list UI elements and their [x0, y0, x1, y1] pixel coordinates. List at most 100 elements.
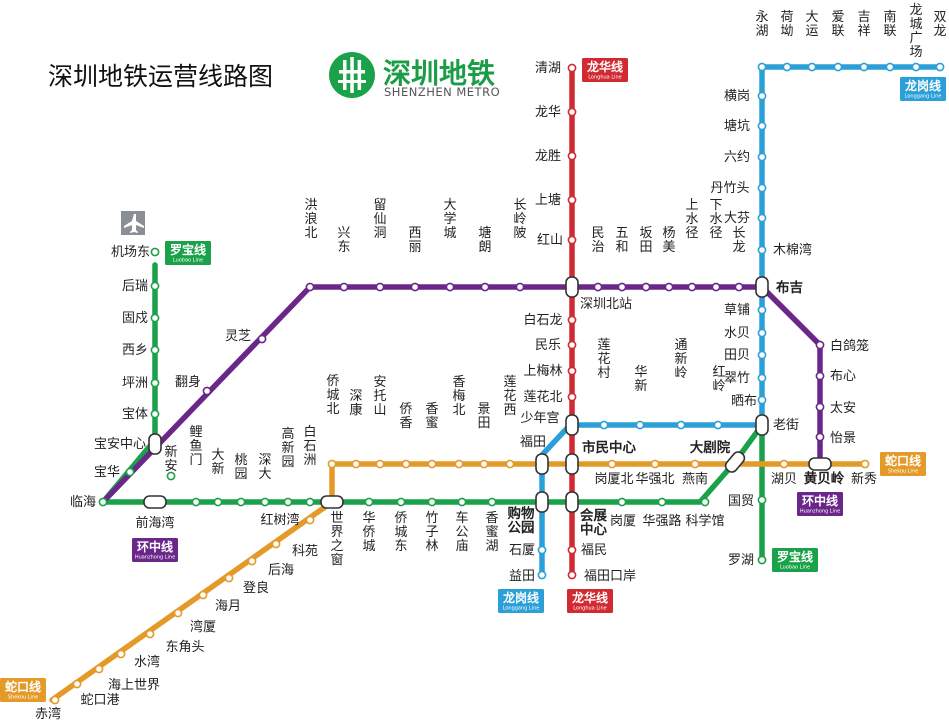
station-label-longgang-17[interactable]: 横岗: [724, 89, 750, 104]
station-luobao-12[interactable]: [213, 497, 223, 507]
station-label-shekou-1[interactable]: 蛇口港: [80, 693, 119, 708]
station-longgang-13[interactable]: [757, 213, 767, 223]
transfer-station-12[interactable]: [808, 457, 832, 471]
station-label-shekou-7[interactable]: 登良: [243, 580, 269, 596]
station-label-huanzhong-9[interactable]: 民治: [591, 226, 604, 255]
station-huanzhong-18[interactable]: [815, 371, 825, 381]
station-label-luobao-20[interactable]: 竹子林: [425, 511, 438, 554]
station-label-longhua-11[interactable]: 福田口岸: [584, 569, 636, 584]
transfer-station-5[interactable]: [565, 276, 579, 298]
station-shekou-18[interactable]: [505, 459, 515, 469]
station-shekou-22[interactable]: [650, 459, 660, 469]
station-label-luobao-17[interactable]: 世界之窗: [330, 511, 343, 568]
station-longgang-5[interactable]: [676, 420, 686, 430]
station-longgang-14[interactable]: [757, 183, 767, 193]
station-longgang-6[interactable]: [713, 420, 723, 430]
station-label-huanzhong-10[interactable]: 五和: [615, 226, 628, 255]
station-longgang-1[interactable]: [537, 545, 547, 555]
station-label-longgang-3[interactable]: 莲花村: [597, 338, 610, 381]
station-longgang-25[interactable]: [935, 62, 945, 72]
station-longhua-11[interactable]: [567, 570, 577, 580]
station-label-longhua-0[interactable]: 清湖: [535, 61, 561, 76]
station-label-huanzhong-18[interactable]: 布心: [830, 369, 856, 384]
station-luobao-21[interactable]: [457, 497, 467, 507]
station-label-shekou-20[interactable]: 市民中心: [582, 439, 636, 456]
station-huanzhong-1[interactable]: [202, 386, 212, 396]
station-longhua-6[interactable]: [567, 315, 577, 325]
station-label-longgang-20[interactable]: 大运: [805, 10, 818, 39]
station-shekou-13[interactable]: [375, 459, 385, 469]
station-label-shekou-8[interactable]: 后海: [268, 563, 294, 578]
station-longgang-21[interactable]: [833, 62, 843, 72]
station-longhua-3[interactable]: [567, 195, 577, 205]
transfer-station-0[interactable]: [148, 433, 162, 455]
station-label-luobao-24[interactable]: 会展中心: [580, 507, 608, 538]
station-longhua-9[interactable]: [567, 392, 577, 402]
station-label-huanzhong-12[interactable]: 杨美: [662, 226, 675, 255]
station-label-luobao-28[interactable]: 大剧院: [690, 439, 731, 456]
station-label-shekou-11[interactable]: 侨城北: [326, 374, 339, 417]
station-label-longgang-13[interactable]: 大芬: [724, 211, 750, 226]
station-longgang-23[interactable]: [885, 62, 895, 72]
station-longgang-22[interactable]: [859, 62, 869, 72]
station-huanzhong-9[interactable]: [593, 282, 603, 292]
station-label-luobao-4[interactable]: 坪洲: [122, 376, 148, 391]
station-longgang-7[interactable]: [757, 395, 767, 405]
station-label-luobao-31[interactable]: 罗湖: [728, 553, 754, 568]
station-huanzhong-17[interactable]: [815, 340, 825, 350]
station-label-longhua-5[interactable]: 深圳北站: [580, 297, 632, 312]
station-label-luobao-3[interactable]: 西乡: [122, 343, 148, 358]
station-label-longgang-25[interactable]: 双龙: [933, 10, 946, 39]
station-shekou-6[interactable]: [198, 590, 208, 600]
station-huanzhong-19[interactable]: [815, 402, 825, 412]
station-label-huanzhong-6[interactable]: 大学城: [443, 198, 456, 241]
station-shekou-2[interactable]: [94, 664, 104, 674]
station-shekou-16[interactable]: [454, 459, 464, 469]
station-label-longgang-5[interactable]: 通新岭: [674, 338, 687, 381]
station-label-huanzhong-1[interactable]: 翻身: [175, 374, 201, 390]
station-label-luobao-19[interactable]: 侨城东: [394, 511, 407, 554]
station-shekou-1[interactable]: [72, 679, 82, 689]
station-label-shekou-5[interactable]: 湾厦: [190, 619, 216, 635]
station-luobao-15[interactable]: [283, 497, 293, 507]
station-label-shekou-13[interactable]: 安托山: [373, 375, 386, 418]
transfer-station-8[interactable]: [565, 491, 579, 513]
station-longgang-4[interactable]: [635, 420, 645, 430]
station-label-luobao-12[interactable]: 大新: [211, 448, 224, 477]
station-label-luobao-2[interactable]: 固戍: [122, 311, 148, 326]
station-label-longgang-8[interactable]: 翠竹: [724, 371, 750, 386]
station-huanzhong-10[interactable]: [617, 282, 627, 292]
station-label-huanzhong-7[interactable]: 塘朗: [478, 225, 491, 255]
station-huanzhong-15[interactable]: [734, 282, 744, 292]
station-luobao-25[interactable]: [617, 497, 627, 507]
station-longhua-2[interactable]: [567, 151, 577, 161]
station-luobao-10[interactable]: [166, 471, 176, 481]
station-label-luobao-0[interactable]: 机场东: [111, 245, 150, 260]
station-luobao-26[interactable]: [657, 497, 667, 507]
station-label-huanzhong-0[interactable]: 灵芝: [225, 328, 251, 344]
station-label-huanzhong-17[interactable]: 白鸽笼: [830, 338, 869, 354]
station-label-shekou-19[interactable]: 福田: [520, 435, 546, 450]
station-shekou-0[interactable]: [50, 695, 60, 705]
station-label-longgang-23[interactable]: 南联: [883, 9, 896, 39]
station-shekou-8[interactable]: [247, 556, 257, 566]
station-longgang-9[interactable]: [757, 350, 767, 360]
station-label-luobao-15[interactable]: 高新园: [281, 426, 294, 470]
station-luobao-20[interactable]: [427, 497, 437, 507]
station-label-luobao-25[interactable]: 岗厦: [610, 514, 636, 529]
station-shekou-15[interactable]: [427, 459, 437, 469]
station-shekou-23[interactable]: [690, 459, 700, 469]
station-label-longgang-22[interactable]: 吉祥: [857, 10, 870, 39]
station-longgang-8[interactable]: [757, 373, 767, 383]
station-label-longgang-1[interactable]: 石厦: [509, 543, 535, 558]
station-shekou-12[interactable]: [351, 459, 361, 469]
station-label-luobao-18[interactable]: 华侨城: [362, 511, 375, 554]
station-luobao-5[interactable]: [150, 409, 160, 419]
station-luobao-14[interactable]: [260, 497, 270, 507]
station-label-longgang-11[interactable]: 草铺: [724, 303, 750, 318]
station-shekou-21[interactable]: [607, 459, 617, 469]
